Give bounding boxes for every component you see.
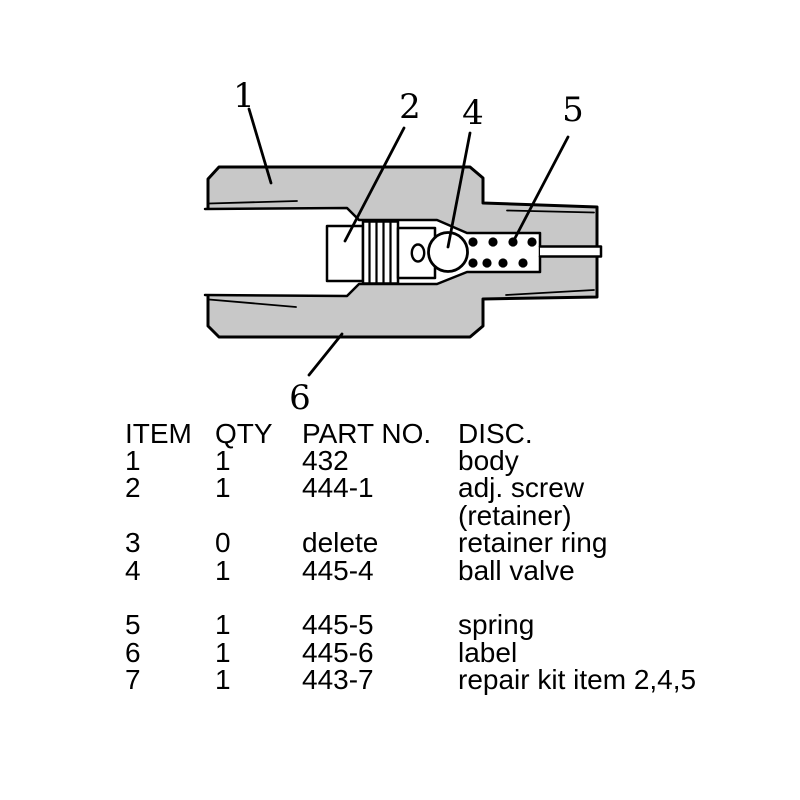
table-row: 7 1 443-7 repair kit item 2,4,5	[125, 666, 765, 694]
cell-item: 2	[125, 472, 141, 503]
spring-dot	[482, 258, 492, 268]
bore-thread-line-bottom	[208, 298, 297, 308]
screw-head	[325, 224, 365, 283]
cell-qty: 1	[215, 609, 231, 640]
table-row: 4 1 445-4 ball valve	[125, 557, 765, 585]
cell-qty: 1	[215, 664, 231, 695]
callout-label-4: 4	[462, 93, 484, 133]
cell-disc: spring	[458, 609, 535, 640]
nose-thread-line-top	[506, 209, 595, 214]
header-item: ITEM	[125, 418, 192, 449]
cell-part-no: 445-5	[302, 609, 374, 640]
table-row: 2 1 444-1 adj. screw	[125, 474, 765, 502]
adjusting-screw-shape	[325, 220, 437, 285]
table-row: 6 1 445-6 label	[125, 639, 765, 667]
cell-item: 6	[125, 637, 141, 668]
cell-disc: repair kit item 2,4,5	[458, 664, 697, 695]
cell-disc: adj. screw	[458, 472, 585, 503]
table-row: (retainer)	[125, 502, 765, 530]
outlet-slot-shape	[538, 245, 603, 258]
stem-hole	[410, 243, 426, 263]
callout-label-2: 2	[399, 87, 421, 127]
spring-dot	[518, 258, 528, 268]
cell-qty: 0	[215, 527, 231, 558]
callout-label-1: 1	[233, 76, 255, 116]
cell-disc: (retainer)	[458, 500, 572, 531]
cell-item: 5	[125, 609, 141, 640]
thread-lines	[208, 200, 595, 308]
header-qty: QTY	[215, 418, 273, 449]
parts-table: ITEM QTY PART NO. DISC. 1 1 432 body 2 1…	[125, 420, 765, 710]
cell-qty: 1	[215, 445, 231, 476]
spring-dot	[498, 258, 508, 268]
leader-line-6	[307, 332, 344, 377]
cell-disc: retainer ring	[458, 527, 608, 558]
cell-part-no: 445-6	[302, 637, 374, 668]
header-disc: DISC.	[458, 418, 533, 449]
cell-disc: body	[458, 445, 519, 476]
leader-lines	[247, 107, 570, 377]
valve-drawing	[203, 107, 603, 377]
table-row: 1 1 432 body	[125, 447, 765, 475]
bore-thread-line-top	[208, 200, 298, 205]
cell-item: 3	[125, 527, 141, 558]
cell-part-no: 443-7	[302, 664, 374, 695]
leader-line-2	[343, 126, 406, 243]
screw-thread-ridges	[368, 220, 392, 285]
table-row: 3 0 delete retainer ring	[125, 529, 765, 557]
spring-dot	[527, 237, 537, 247]
cell-qty: 1	[215, 637, 231, 668]
cell-disc: label	[458, 637, 518, 668]
cell-part-no: delete	[302, 527, 379, 558]
spring-dot	[468, 237, 478, 247]
parts-table-header: ITEM QTY PART NO. DISC.	[125, 420, 765, 448]
nose-thread-line-bottom	[505, 289, 595, 296]
leader-line-1	[247, 107, 273, 185]
header-part-no: PART NO.	[302, 418, 432, 449]
leader-line-4	[446, 131, 472, 249]
callout-label-5: 5	[562, 90, 584, 130]
cell-qty: 1	[215, 555, 231, 586]
cell-item: 7	[125, 664, 141, 695]
spring-dot	[468, 258, 478, 268]
ball-valve-shape	[427, 231, 469, 273]
cell-disc: ball valve	[458, 555, 575, 586]
table-row: 5 1 445-5 spring	[125, 611, 765, 639]
cell-part-no: 444-1	[302, 472, 374, 503]
cell-item: 1	[125, 445, 141, 476]
spring-dot	[488, 237, 498, 247]
cell-qty: 1	[215, 472, 231, 503]
callout-labels: 1 2 4 5 6	[233, 76, 584, 418]
leader-line-5	[512, 135, 570, 242]
callout-label-6: 6	[289, 378, 311, 418]
cell-part-no: 432	[302, 445, 349, 476]
cell-item: 4	[125, 555, 141, 586]
cell-part-no: 445-4	[302, 555, 374, 586]
screw-threads	[361, 220, 400, 285]
